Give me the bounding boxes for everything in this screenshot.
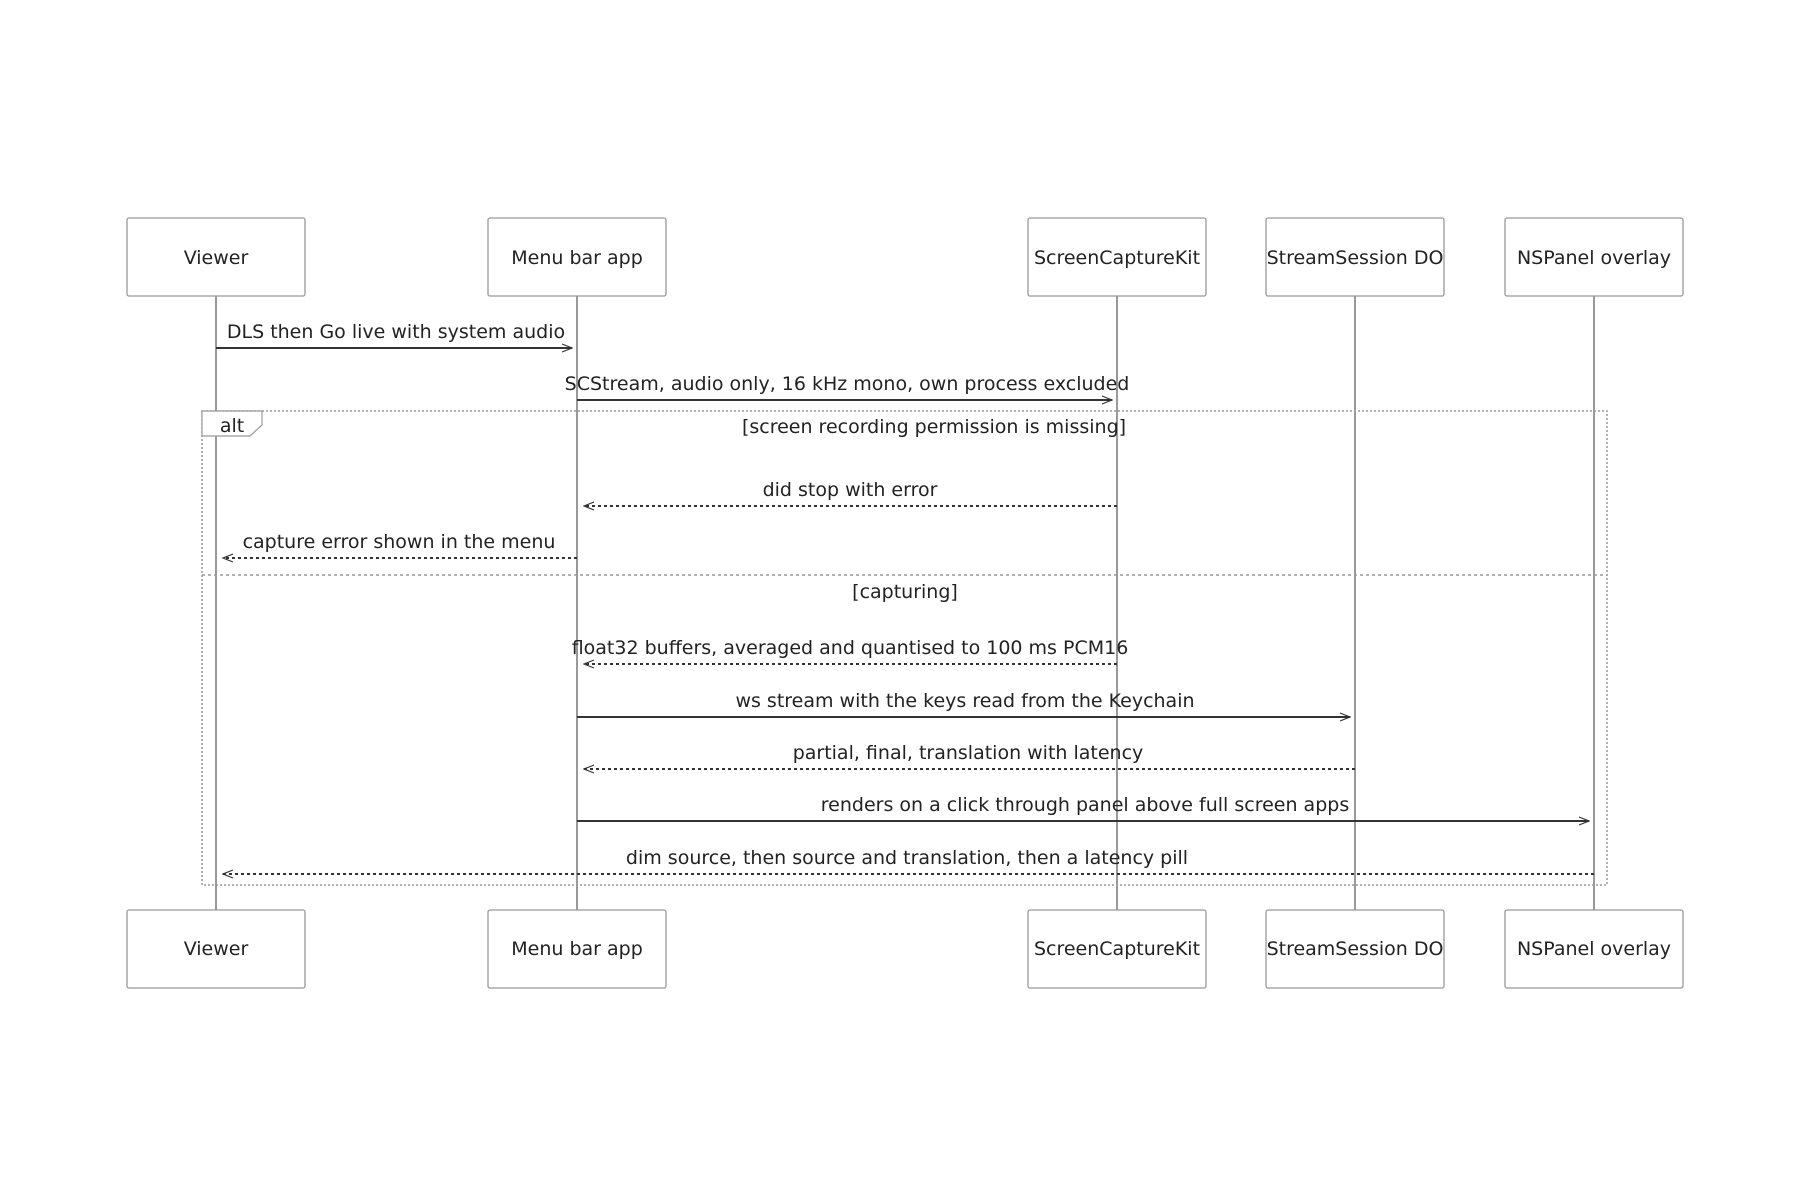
message-3: did stop with error — [584, 479, 1117, 506]
svg-text:dim source, then source and tr: dim source, then source and translation,… — [626, 847, 1188, 869]
svg-text:Menu bar app: Menu bar app — [511, 247, 643, 269]
svg-text:partial, final, translation wi: partial, final, translation with latency — [793, 742, 1144, 764]
alt-fragment: alt [screen recording permission is miss… — [201, 410, 1608, 886]
svg-text:did stop with error: did stop with error — [763, 479, 938, 501]
actor-sck-bottom: ScreenCaptureKit — [1027, 909, 1207, 989]
message-1: DLS then Go live with system audio — [216, 321, 572, 348]
actor-sck-top: ScreenCaptureKit — [1027, 217, 1207, 297]
actor-session-top: StreamSession DO — [1265, 217, 1445, 297]
actor-overlay-top: NSPanel overlay — [1504, 217, 1684, 297]
actor-overlay-bottom: NSPanel overlay — [1504, 909, 1684, 989]
svg-text:StreamSession DO: StreamSession DO — [1267, 247, 1444, 269]
message-9: dim source, then source and translation,… — [223, 847, 1594, 874]
message-7: partial, final, translation with latency — [584, 742, 1355, 769]
svg-text:float32 buffers, averaged and: float32 buffers, averaged and quantised … — [572, 637, 1129, 659]
fragment-type: alt — [220, 415, 244, 437]
message-4: capture error shown in the menu — [223, 531, 577, 558]
svg-text:capture error shown in the men: capture error shown in the menu — [243, 531, 556, 553]
fragment-condition-1: [screen recording permission is missing] — [742, 416, 1126, 438]
svg-text:Viewer: Viewer — [184, 247, 249, 269]
svg-text:SCStream, audio only, 16 kHz m: SCStream, audio only, 16 kHz mono, own p… — [565, 373, 1130, 395]
message-6: ws stream with the keys read from the Ke… — [577, 690, 1350, 717]
svg-text:DLS then Go live with system a: DLS then Go live with system audio — [227, 321, 565, 343]
svg-text:ws stream with the keys read f: ws stream with the keys read from the Ke… — [735, 690, 1194, 712]
svg-text:StreamSession DO: StreamSession DO — [1267, 938, 1444, 960]
svg-text:NSPanel overlay: NSPanel overlay — [1517, 247, 1671, 269]
actor-session-bottom: StreamSession DO — [1265, 909, 1445, 989]
svg-text:ScreenCaptureKit: ScreenCaptureKit — [1034, 247, 1200, 269]
svg-text:renders on a click through pan: renders on a click through panel above f… — [821, 794, 1349, 816]
actor-menubar-top: Menu bar app — [487, 217, 667, 297]
fragment-tab — [201, 410, 263, 437]
actor-menubar-bottom: Menu bar app — [487, 909, 667, 989]
svg-text:NSPanel overlay: NSPanel overlay — [1517, 938, 1671, 960]
actor-viewer-bottom: Viewer — [126, 909, 306, 989]
message-8: renders on a click through panel above f… — [577, 794, 1589, 821]
fragment-condition-2: [capturing] — [852, 581, 958, 603]
svg-text:ScreenCaptureKit: ScreenCaptureKit — [1034, 938, 1200, 960]
message-2: SCStream, audio only, 16 kHz mono, own p… — [565, 373, 1130, 400]
actor-viewer-top: Viewer — [126, 217, 306, 297]
svg-text:Viewer: Viewer — [184, 938, 249, 960]
svg-text:Menu bar app: Menu bar app — [511, 938, 643, 960]
message-5: float32 buffers, averaged and quantised … — [572, 637, 1129, 664]
